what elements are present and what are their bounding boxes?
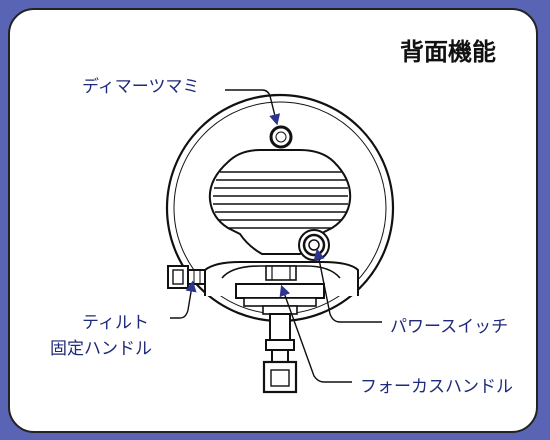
label-focus-handle: フォーカスハンドル — [360, 377, 513, 397]
label-tilt-line2: 固定ハンドル — [50, 339, 152, 359]
callout-focus — [279, 284, 352, 383]
tilt-lock-handle-icon — [167, 265, 206, 289]
label-tilt-line1: ティルト — [82, 313, 149, 333]
stand-shaft-icon — [262, 305, 298, 394]
diagram-title: 背面機能 — [400, 38, 496, 66]
rear-cover-icon — [208, 149, 352, 255]
power-switch-icon — [298, 229, 330, 261]
label-power-switch: パワースイッチ — [390, 317, 509, 337]
callout-dimmer — [225, 89, 281, 126]
focus-handle-icon — [265, 265, 297, 281]
label-dimmer-knob: ディマーツマミ — [82, 77, 200, 97]
callout-power — [313, 248, 382, 323]
callout-tilt — [170, 280, 197, 319]
